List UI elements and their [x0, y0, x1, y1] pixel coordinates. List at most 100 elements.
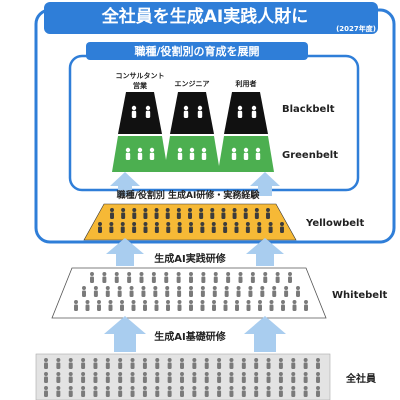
person-icon — [165, 208, 170, 219]
person-icon — [105, 372, 110, 383]
person-icon — [278, 358, 283, 369]
person-icon — [243, 208, 248, 219]
person-icon — [292, 300, 297, 311]
person-icon — [180, 386, 184, 397]
person-icon — [221, 208, 226, 219]
person-icon — [260, 286, 265, 297]
person-icon — [217, 386, 222, 397]
person-icon — [303, 386, 308, 397]
arrow-up-yellow-green-left — [110, 172, 140, 196]
person-icon — [120, 222, 125, 233]
person-icon — [85, 300, 90, 311]
person-icon — [192, 372, 197, 383]
person-icon — [167, 372, 172, 383]
person-icon — [291, 358, 296, 369]
person-icon — [200, 286, 205, 297]
person-icon — [272, 286, 277, 297]
person-icon — [257, 222, 262, 233]
inner-banner-label: 職種/役割別の育成を展開 — [134, 44, 259, 58]
person-icon — [232, 208, 237, 219]
person-icon — [192, 386, 197, 397]
person-icon — [151, 272, 156, 283]
person-icon — [291, 386, 296, 397]
person-icon — [142, 386, 147, 397]
person-icon — [231, 147, 237, 160]
person-icon — [316, 358, 320, 369]
person-icon — [177, 286, 182, 297]
person-icon — [223, 300, 228, 311]
person-icon — [97, 300, 101, 311]
person-icon — [132, 208, 137, 219]
person-icon — [177, 147, 183, 160]
person-icon — [204, 358, 209, 369]
person-icon — [224, 286, 229, 297]
person-icon — [180, 358, 184, 369]
blackbelt-block-engineer — [170, 92, 214, 134]
person-icon — [241, 358, 246, 369]
person-icon — [263, 272, 268, 283]
person-icon — [278, 386, 283, 397]
person-icon — [56, 372, 61, 383]
person-icon — [245, 222, 250, 233]
person-icon — [288, 272, 292, 283]
person-icon — [102, 272, 107, 283]
person-icon — [188, 208, 192, 219]
person-icon — [164, 272, 169, 283]
arrow-up-yellow-green-right — [250, 172, 280, 196]
person-icon — [223, 222, 228, 233]
person-icon — [254, 208, 259, 219]
person-icon — [82, 286, 86, 297]
person-icon — [217, 358, 222, 369]
person-icon — [56, 358, 61, 369]
person-icon — [137, 147, 143, 160]
person-icon — [93, 358, 98, 369]
person-icon — [197, 105, 203, 118]
arrow-up-all-white-left — [104, 316, 146, 352]
person-icon — [74, 300, 78, 311]
person-icon — [200, 222, 205, 233]
person-icon — [268, 222, 273, 233]
level-label-all-employees: 全社員 — [345, 372, 376, 385]
person-icon — [98, 222, 102, 233]
person-icon — [155, 372, 160, 383]
person-icon — [44, 358, 48, 369]
person-icon — [145, 105, 151, 118]
person-icon — [93, 386, 98, 397]
person-icon — [183, 105, 189, 118]
person-icon — [281, 300, 285, 311]
person-icon — [93, 286, 98, 297]
person-icon — [131, 300, 136, 311]
person-icon — [56, 386, 61, 397]
person-icon — [254, 372, 259, 383]
level-label-blackbelt: Blackbelt — [282, 104, 335, 115]
person-icon — [189, 272, 193, 283]
person-icon — [212, 300, 216, 311]
person-icon — [142, 372, 147, 383]
stage-label-practice-training: 生成AI実践研修 — [154, 252, 226, 265]
person-icon — [127, 272, 132, 283]
person-icon — [275, 272, 280, 283]
person-icon — [189, 222, 193, 233]
person-icon — [258, 300, 262, 311]
header-banner — [44, 2, 378, 34]
person-icon — [105, 358, 110, 369]
arrow-up-white-yellow-right — [246, 238, 284, 266]
person-icon — [248, 286, 253, 297]
person-icon — [201, 272, 206, 283]
header-title: 全社員を生成AI実践人財に — [101, 6, 308, 27]
person-icon — [155, 358, 160, 369]
person-icon — [130, 358, 135, 369]
person-icon — [266, 208, 270, 219]
person-icon — [93, 372, 98, 383]
stage-label-role-training: 職種/役割別 生成AI研修・実務経験 — [117, 189, 261, 201]
person-icon — [237, 105, 243, 118]
person-icon — [303, 358, 308, 369]
person-icon — [238, 272, 243, 283]
person-icon — [304, 300, 308, 311]
person-icon — [105, 386, 110, 397]
person-icon — [118, 372, 123, 383]
person-icon — [269, 300, 274, 311]
person-icon — [44, 386, 48, 397]
